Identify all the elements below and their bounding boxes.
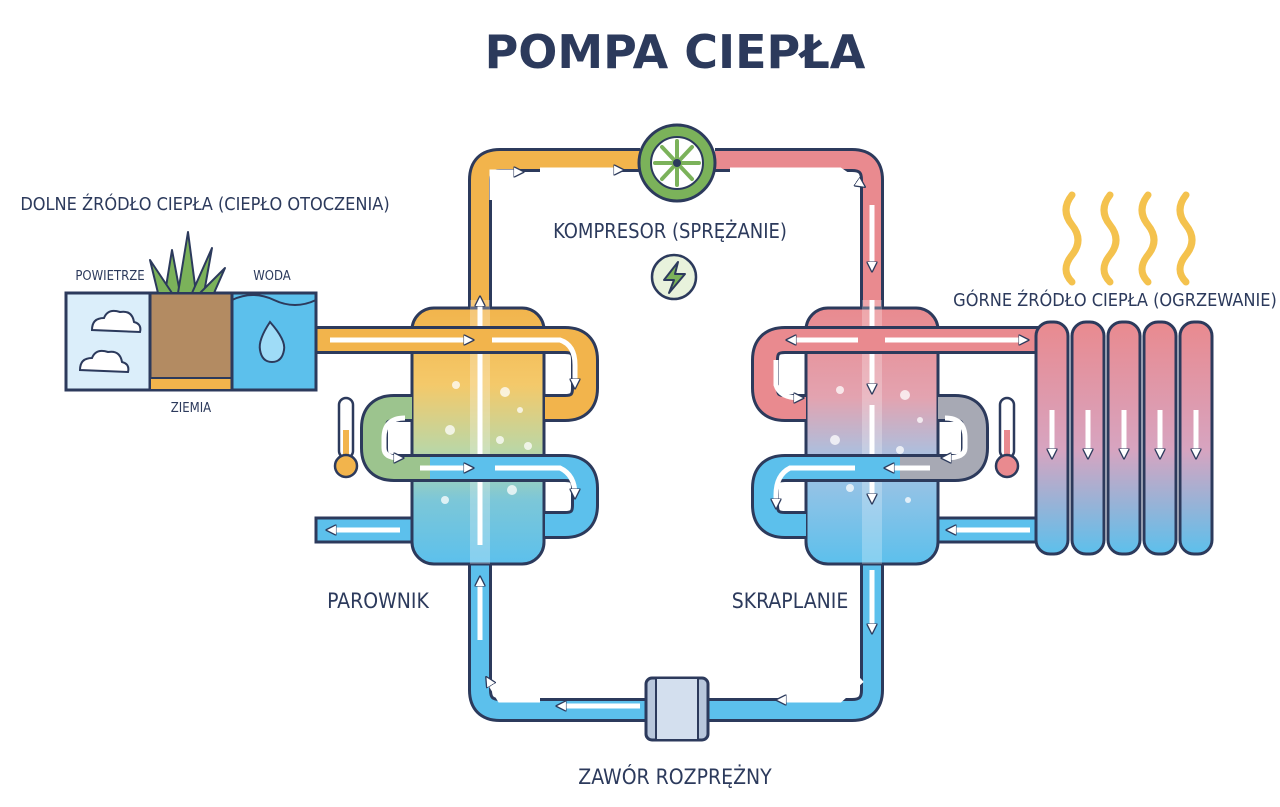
water-label: WODA [253,269,291,284]
lower-source-label: DOLNE ŹRÓDŁO CIEPŁA (CIEPŁO OTOCZENIA) [20,193,389,215]
water-drop-icon [258,320,286,364]
evaporator-label: PAROWNIK [327,589,429,613]
compressor-label: KOMPRESOR (SPRĘŻANIE) [553,219,787,243]
cloud-icon [78,309,142,374]
compressor-icon [637,123,717,203]
condenser-label: SKRAPLANIE [732,589,849,613]
expansion-valve-icon [644,676,710,742]
thermometer-icon [994,396,1020,479]
condenser [751,300,1044,566]
air-label: POWIETRZE [75,269,144,284]
upper-source-label: GÓRNE ŹRÓDŁO CIEPŁA (OGRZEWANIE) [953,289,1277,311]
lower-source-block [64,231,318,392]
radiator-icon [1034,320,1214,556]
grass-icon [149,231,226,294]
evaporator [314,300,599,566]
heat-waves-icon [1062,191,1196,286]
ground-label: ZIEMIA [171,401,211,416]
page-title: POMPA CIEPŁA [485,25,866,79]
expansion-valve-label: ZAWÓR ROZPRĘŻNY [578,764,772,789]
lightning-icon [650,253,698,301]
thermometer-icon [333,396,359,479]
